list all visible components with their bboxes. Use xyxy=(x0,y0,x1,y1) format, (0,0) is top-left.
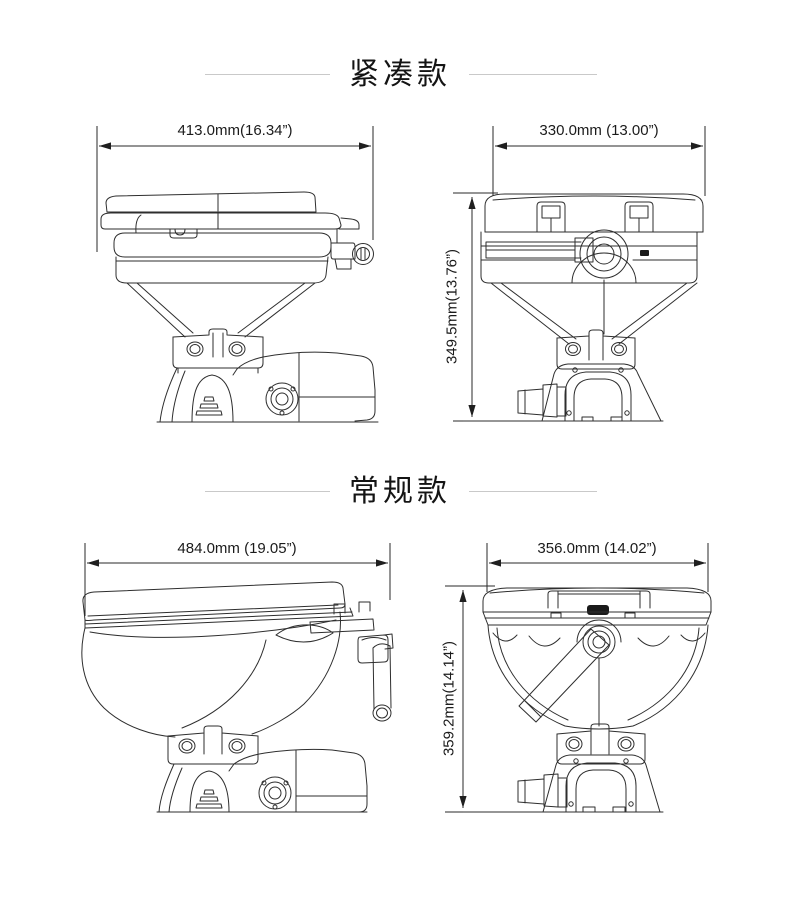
regular-side-base xyxy=(156,748,368,813)
regular-front-view-drawing xyxy=(463,587,712,813)
regular-front-lid-handle xyxy=(587,605,609,615)
compact-side-view-drawing xyxy=(100,191,379,423)
regular-side-handle xyxy=(372,643,392,722)
regular-side-bowl xyxy=(81,611,341,738)
compact-front-mount-bracket xyxy=(556,329,636,370)
dimline-compact-side-width xyxy=(96,126,374,252)
regular-front-base-arch xyxy=(542,754,661,813)
regular-side-seat-lid xyxy=(82,581,354,629)
divider-right-regular xyxy=(469,491,597,492)
compact-side-base xyxy=(156,351,379,423)
dimline-regular-side-width xyxy=(84,543,391,616)
dimension-arrowheads xyxy=(87,142,706,808)
regular-front-seat-lid xyxy=(482,587,712,613)
compact-front-pump-boss xyxy=(485,229,637,335)
compact-front-seat-lid xyxy=(484,193,704,233)
dimline-regular-front-width xyxy=(486,543,709,592)
regular-side-mount-bracket xyxy=(167,725,259,765)
dim-regular-side-width: 484.0mm (19.05”) xyxy=(177,540,297,557)
divider-left-compact xyxy=(205,74,330,75)
compact-front-outlet-pipe xyxy=(517,383,567,418)
regular-front-handle xyxy=(518,628,610,723)
regular-side-hinge-pump xyxy=(309,601,394,664)
compact-side-bowl-funnel xyxy=(126,282,316,338)
compact-side-seat-lid xyxy=(100,191,360,239)
section-title-regular: 常规款 xyxy=(349,474,451,509)
section-title-compact: 紧凑款 xyxy=(349,57,451,92)
compact-front-latch-dot xyxy=(640,250,649,256)
compact-side-rim xyxy=(113,214,332,284)
regular-front-bowl xyxy=(487,624,709,730)
regular-side-view-drawing xyxy=(81,581,394,813)
compact-front-bowl-funnel xyxy=(490,282,698,345)
dim-compact-front-width: 330.0mm (13.00”) xyxy=(539,122,659,139)
divider-left-regular xyxy=(205,491,330,492)
regular-front-rim xyxy=(482,611,712,626)
dim-regular-front-width: 356.0mm (14.02”) xyxy=(537,540,657,557)
compact-side-mount-bracket xyxy=(172,328,264,374)
regular-front-outlet-pipe xyxy=(517,773,568,808)
compact-side-flush-elbow xyxy=(330,228,374,270)
regular-front-mount-bracket xyxy=(556,723,646,765)
dim-compact-side-width: 413.0mm(16.34”) xyxy=(177,122,293,139)
compact-front-base-arch xyxy=(541,363,662,422)
divider-right-compact xyxy=(469,74,597,75)
compact-front-view-drawing xyxy=(463,193,704,422)
dimline-compact-front-width xyxy=(492,126,706,196)
